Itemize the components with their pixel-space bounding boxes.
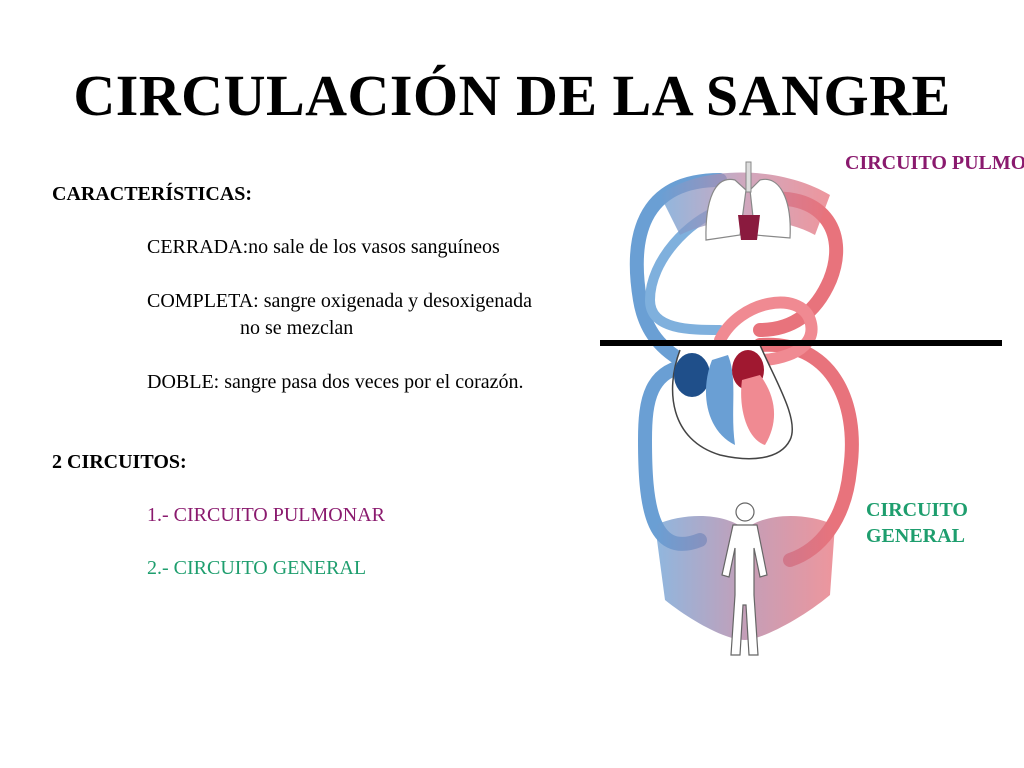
doble-text: DOBLE: sangre pasa dos veces por el cora… [147,371,524,393]
caracteristicas-heading: CARACTERÍSTICAS: [52,183,253,205]
circuito-general-label-line1: CIRCUITO [866,499,968,521]
human-figure [721,502,768,656]
circuito-general-item: 2.- CIRCUITO GENERAL [147,557,367,579]
right-ventricle [705,355,735,445]
circuito-pulmonar-label: CIRCUITO PULMONAR [845,152,1024,174]
completa-text: COMPLETA: sangre oxigenada y desoxigenad… [147,290,532,312]
lung-vessels [738,215,760,240]
circuito-general-label: CIRCUITO GENERAL [866,497,968,549]
circuito-general-label-line2: GENERAL [866,525,965,547]
cerrada-text: CERRADA:no sale de los vasos sanguíneos [147,236,500,258]
trachea [745,161,752,193]
completa-text-cont: no se mezclan [240,317,354,339]
page-title: CIRCULACIÓN DE LA SANGRE [73,63,951,128]
right-atrium [674,353,710,397]
circuito-pulmonar-item: 1.- CIRCUITO PULMONAR [147,504,385,526]
circuitos-heading: 2 CIRCUITOS: [52,451,187,473]
left-ventricle [741,375,775,445]
pulmonary-vein [714,296,818,366]
lung-outline [705,178,791,241]
circulation-diagram [600,161,1002,656]
